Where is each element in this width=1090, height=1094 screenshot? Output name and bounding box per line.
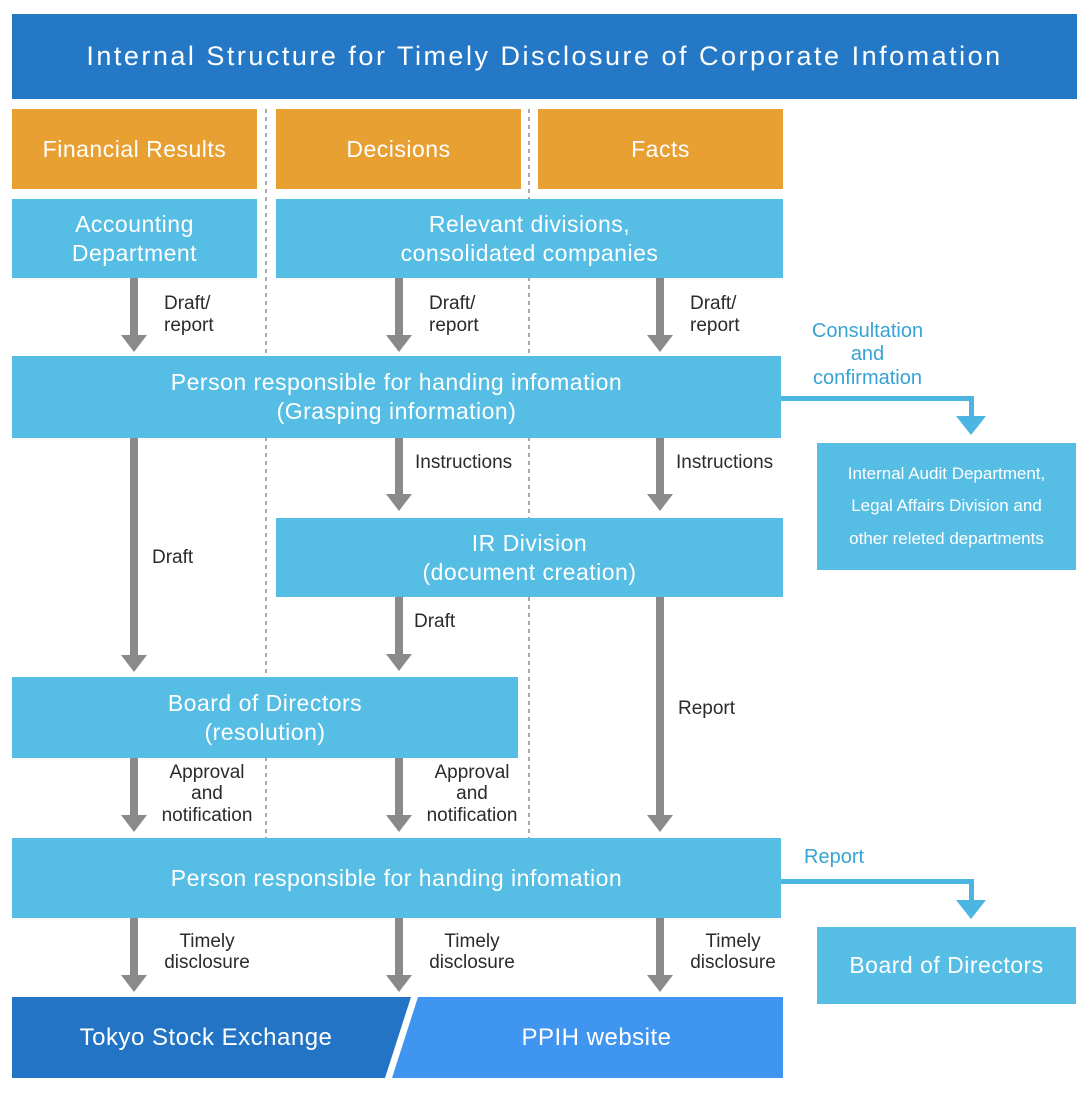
arrow-instructions-2 bbox=[647, 438, 673, 511]
arrow-label-draft-middle: Draft bbox=[414, 611, 456, 632]
person-handling-box: Person responsible for handing infomatio… bbox=[12, 838, 781, 918]
column-divider-line bbox=[528, 109, 530, 838]
arrow-label-draft-report-1: Draft/ report bbox=[164, 293, 214, 336]
arrow-label-approval-2: Approval and notification bbox=[426, 762, 518, 826]
arrow-label-timely-2: Timely disclosure bbox=[429, 931, 515, 974]
arrow-draft-middle bbox=[386, 597, 412, 671]
arrow-draft-left bbox=[121, 438, 147, 672]
arrow-label-report-middle: Report bbox=[678, 698, 736, 719]
arrow-label-timely-3: Timely disclosure bbox=[690, 931, 776, 974]
arrow-label-approval-1: Approval and notification bbox=[161, 762, 253, 826]
tokyo-stock-exchange-panel bbox=[12, 997, 411, 1078]
tokyo-stock-exchange-label: Tokyo Stock Exchange bbox=[79, 1023, 333, 1051]
arrow-draft-report-1 bbox=[121, 278, 147, 352]
ppih-website-label: PPIH website bbox=[521, 1023, 672, 1051]
arrow-label-instructions-1: Instructions bbox=[415, 452, 513, 473]
arrow-timely-1 bbox=[121, 918, 147, 992]
report-arrow-line bbox=[969, 879, 974, 901]
column-divider-line bbox=[265, 109, 267, 838]
arrow-instructions-1 bbox=[386, 438, 412, 511]
arrow-draft-report-2 bbox=[386, 278, 412, 352]
arrow-label-draft-left: Draft bbox=[152, 547, 194, 568]
arrow-draft-report-3 bbox=[647, 278, 673, 352]
consultation-arrow-line bbox=[781, 396, 974, 401]
report-arrow-line bbox=[781, 879, 974, 884]
arrow-timely-3 bbox=[647, 918, 673, 992]
source-decisions: Decisions bbox=[276, 109, 521, 189]
ir-division-box: IR Division (document creation) bbox=[276, 518, 783, 597]
arrow-timely-2 bbox=[386, 918, 412, 992]
source-facts: Facts bbox=[538, 109, 783, 189]
board-resolution-box: Board of Directors (resolution) bbox=[12, 677, 518, 758]
arrow-approval-2 bbox=[386, 758, 412, 832]
arrow-label-draft-report-3: Draft/ report bbox=[690, 293, 740, 336]
relevant-divisions-box: Relevant divisions, consolidated compani… bbox=[276, 199, 783, 278]
arrow-label-instructions-2: Instructions bbox=[676, 452, 774, 473]
source-financial-results: Financial Results bbox=[12, 109, 257, 189]
report-arrow-head bbox=[956, 900, 986, 919]
arrow-label-timely-1: Timely disclosure bbox=[164, 931, 250, 974]
arrow-label-draft-report-2: Draft/ report bbox=[429, 293, 479, 336]
arrow-approval-1 bbox=[121, 758, 147, 832]
board-of-directors-box: Board of Directors bbox=[817, 927, 1076, 1004]
consultation-arrow-line bbox=[969, 396, 974, 417]
consultation-arrow-head bbox=[956, 416, 986, 435]
internal-audit-box: Internal Audit Department, Legal Affairs… bbox=[817, 443, 1076, 570]
accounting-department-box: Accounting Department bbox=[12, 199, 257, 278]
ppih-website-panel bbox=[392, 997, 783, 1078]
page-title: Internal Structure for Timely Disclosure… bbox=[12, 14, 1077, 99]
report-right-label: Report bbox=[804, 846, 865, 868]
arrow-report-middle bbox=[647, 597, 673, 832]
disclosure-destinations: Tokyo Stock Exchange PPIH website bbox=[12, 997, 783, 1078]
consultation-label: Consultation and confirmation bbox=[811, 320, 924, 389]
person-grasping-box: Person responsible for handing infomatio… bbox=[12, 356, 781, 438]
